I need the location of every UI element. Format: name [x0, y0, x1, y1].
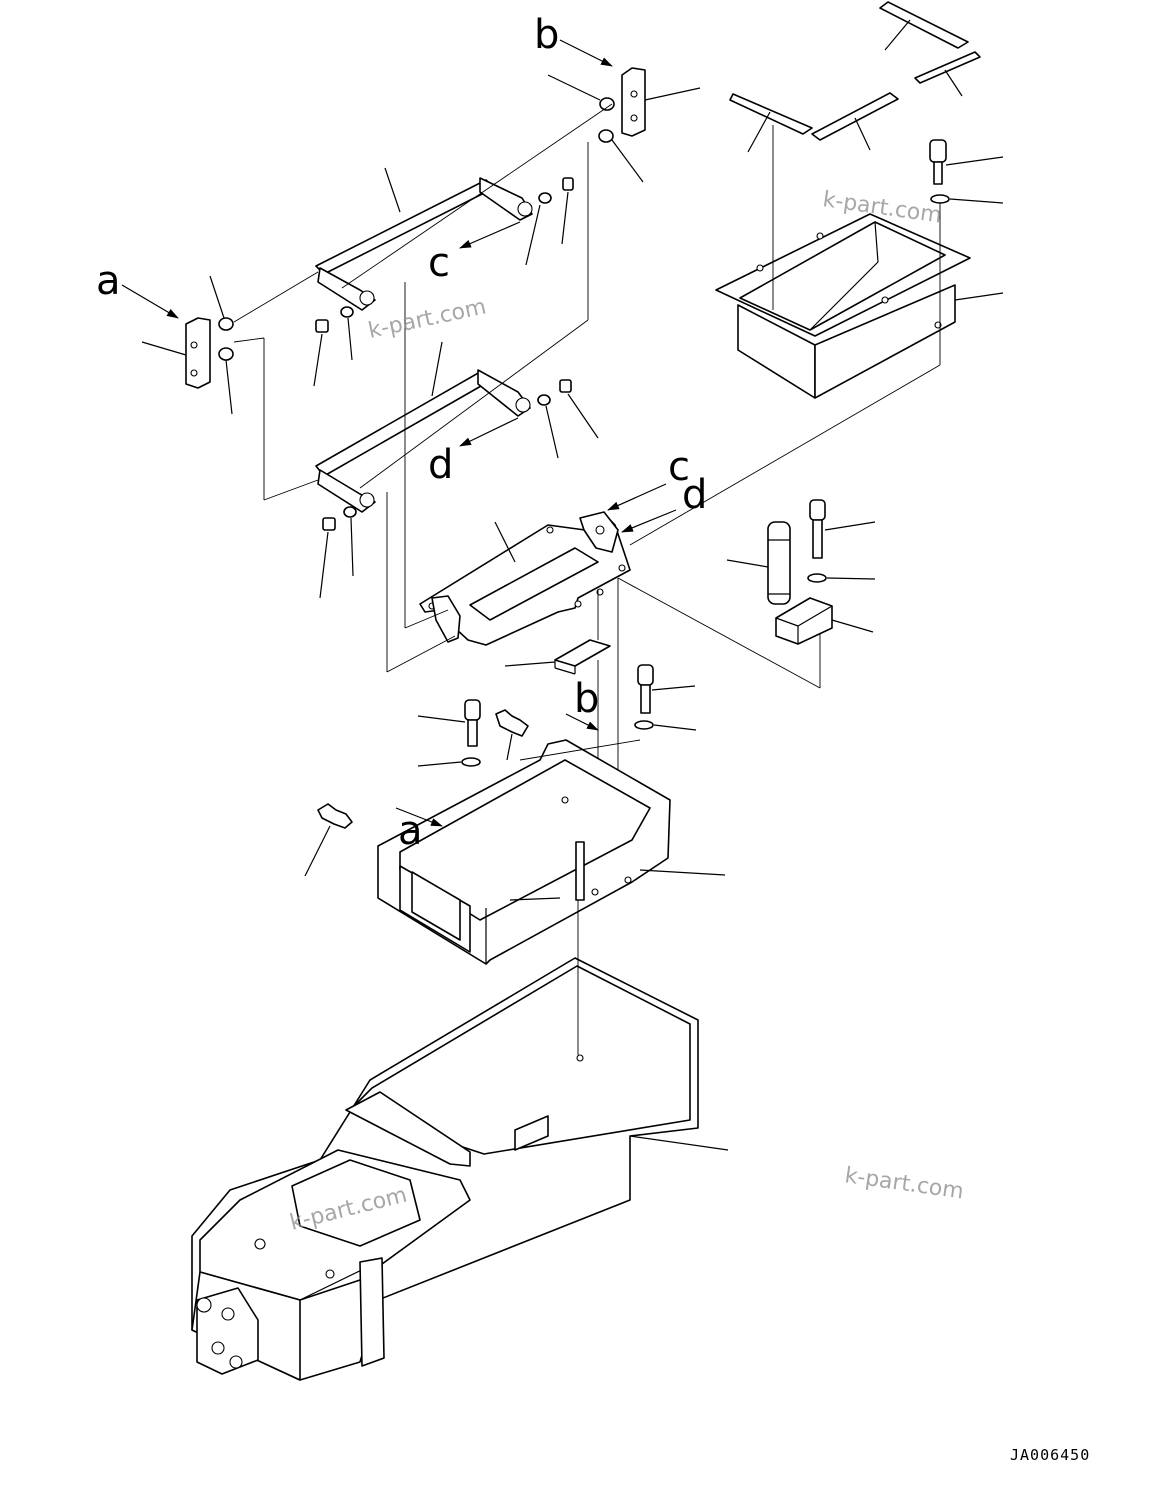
battery-tray	[377, 739, 726, 965]
small-plate	[504, 639, 611, 675]
frame-plate	[419, 511, 631, 646]
watermark-2: k-part.com	[366, 295, 488, 344]
label-d-top: d	[428, 442, 453, 488]
mount-block-a	[141, 275, 234, 415]
cap-bolt-upper-right	[929, 139, 1004, 204]
reference-arrows	[121, 39, 677, 827]
label-c-frame: c	[668, 444, 690, 490]
label-a-tray: a	[398, 808, 423, 854]
console-body	[191, 900, 729, 1381]
label-b-tray: b	[574, 676, 599, 722]
label-c-top: c	[428, 240, 450, 286]
label-a-top: a	[96, 258, 121, 304]
label-b-top: b	[534, 12, 559, 58]
drawing-code: JA006450	[1010, 1446, 1090, 1464]
armrest-bracket-lower	[233, 142, 589, 513]
storage-tray-upper	[715, 125, 1004, 399]
rubber-pad-set	[729, 1, 981, 153]
label-d-frame: d	[682, 472, 707, 518]
bolts-bracket-lower	[319, 379, 599, 599]
watermark-3: k-part.com	[843, 1163, 965, 1204]
lower-bolts	[304, 664, 697, 877]
armrest-bracket-upper	[233, 103, 613, 323]
mount-block-b	[547, 67, 701, 183]
pin-assembly	[726, 499, 876, 645]
bolts-bracket-upper	[313, 177, 574, 387]
